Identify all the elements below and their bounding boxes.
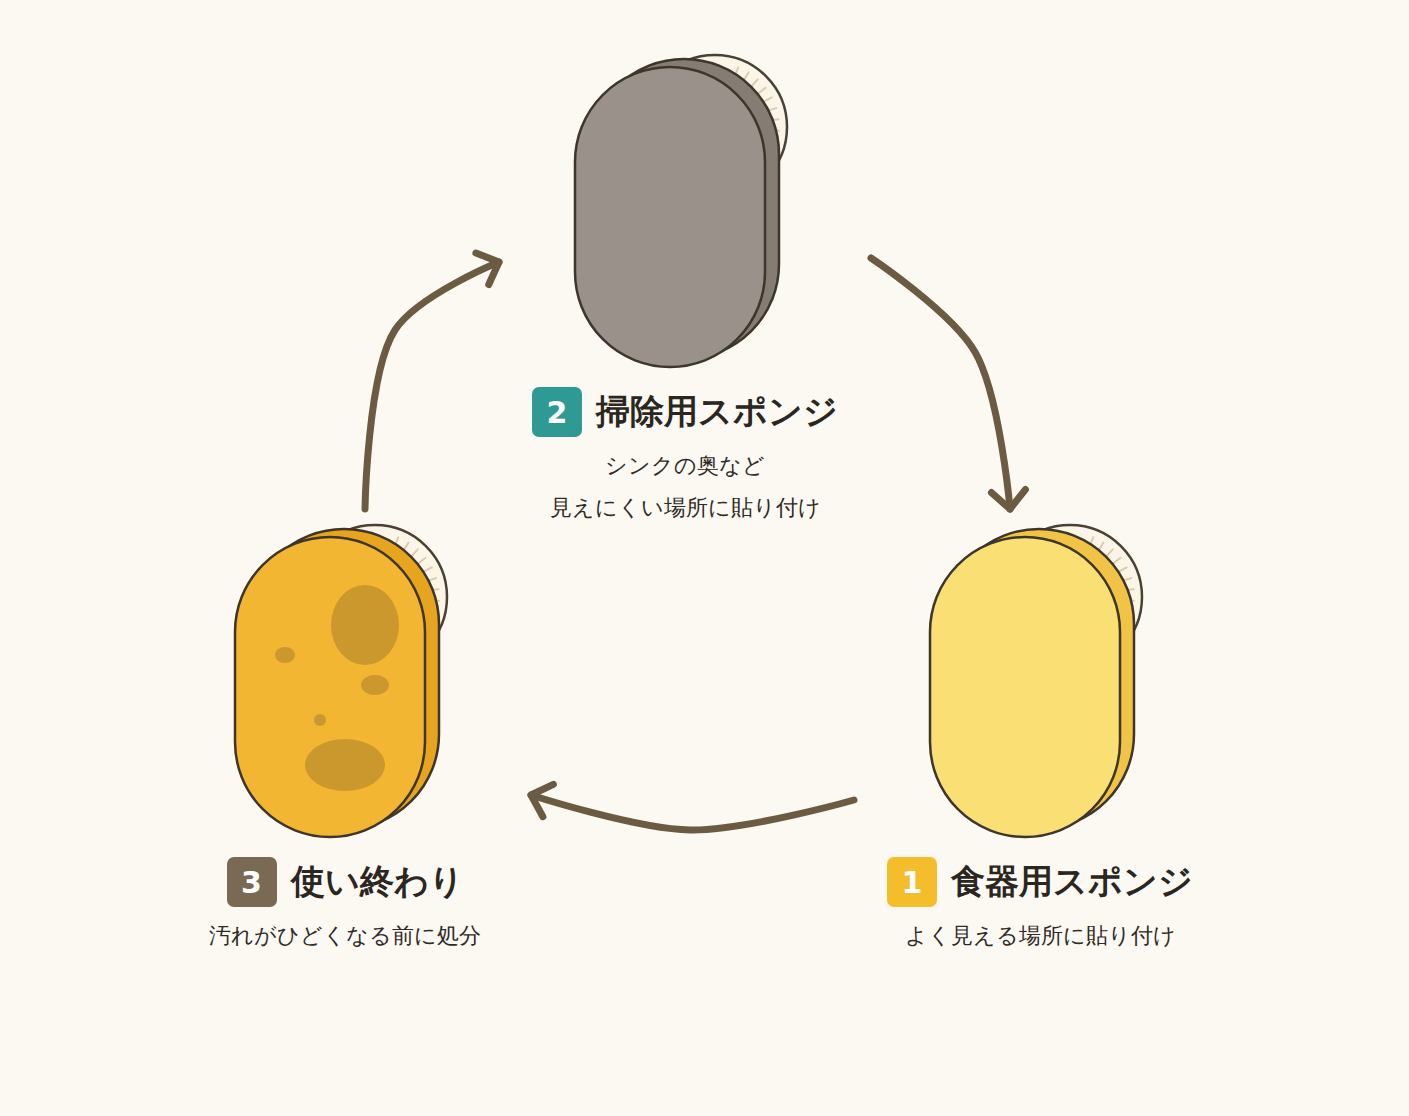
cycle-arrow [531,795,854,830]
sponge-step: 1 食器用スポンジよく見える場所に貼り付け [860,515,1220,957]
step-note: 汚れがひどくなる前に処分 [175,915,515,957]
sponge-step: 2 掃除用スポンジシンクの奥など 見えにくい場所に貼り付け [505,45,865,529]
step-heading-row: 1 食器用スポンジ [887,857,1193,907]
sponge-illustration [225,515,465,845]
cycle-arrow [871,258,1010,509]
cycle-arrow [365,262,499,509]
step-title: 食器用スポンジ [951,859,1193,905]
step-heading-row: 3 使い終わり [227,857,464,907]
step-number: 3 [227,857,277,907]
step-title: 使い終わり [291,859,464,905]
sponge-illustration [920,515,1160,845]
step-heading-row: 2 掃除用スポンジ [532,387,838,437]
step-note: シンクの奥など 見えにくい場所に貼り付け [515,445,855,529]
step-number: 2 [532,387,582,437]
step-number: 1 [887,857,937,907]
step-title: 掃除用スポンジ [596,389,838,435]
step-note: よく見える場所に貼り付け [870,915,1210,957]
sponge-illustration [565,45,805,375]
sponge-step: 3 使い終わり汚れがひどくなる前に処分 [165,515,525,957]
